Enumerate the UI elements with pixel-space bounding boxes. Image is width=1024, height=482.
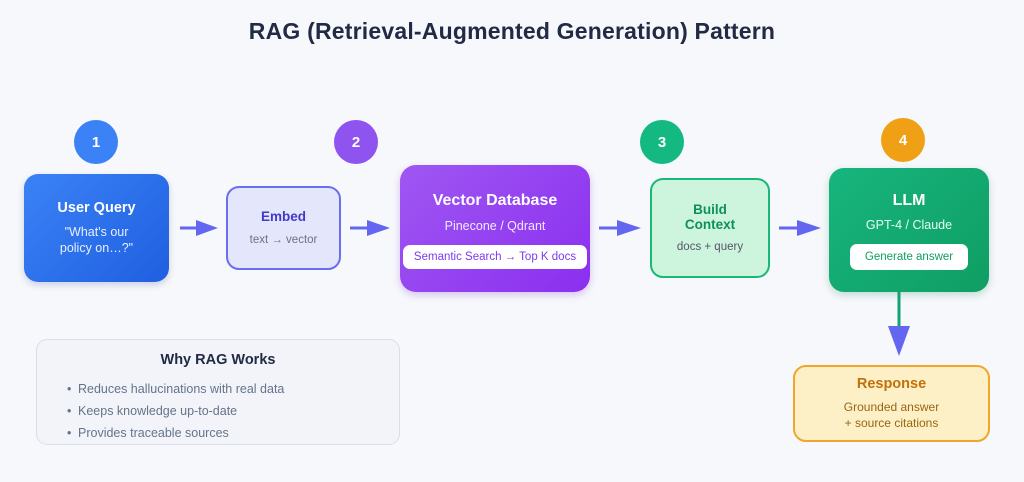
arrow-embed-to-vector-database: [350, 220, 390, 236]
node-user-query-subtitle: "What's our policy on…?": [59, 225, 134, 255]
why-rag-works-title: Why RAG Works: [160, 352, 276, 368]
why-rag-works-panel: Why RAG Works Reduces hallucinations wit…: [36, 339, 400, 445]
node-response-subtitle: Grounded answer + source citations: [843, 399, 940, 430]
node-user-query-title: User Query: [57, 199, 136, 216]
node-vector-database[interactable]: Vector Database Pinecone / Qdrant Semant…: [400, 165, 590, 292]
node-user-query[interactable]: User Query "What's our policy on…?": [24, 174, 169, 282]
node-response-title: Response: [856, 375, 927, 392]
node-embed-title: Embed: [260, 209, 306, 225]
arrow-user-query-to-embed: [180, 220, 218, 236]
list-item: Provides traceable sources: [67, 423, 399, 445]
node-embed[interactable]: Embed text → vector: [226, 186, 341, 270]
why-rag-works-list: Reduces hallucinations with real data Ke…: [37, 379, 399, 445]
list-item: Reduces hallucinations with real data: [67, 379, 399, 401]
step-badge-1: 1: [74, 120, 118, 164]
generate-answer-pill[interactable]: Generate answer: [849, 243, 969, 270]
arrow-vector-database-to-build-context: [599, 220, 641, 236]
node-llm-subtitle: GPT-4 / Claude: [865, 217, 953, 232]
node-build-context[interactable]: Build Context docs + query: [650, 178, 770, 278]
node-build-context-subtitle: docs + query: [676, 240, 744, 253]
page-title: RAG (Retrieval-Augmented Generation) Pat…: [248, 18, 776, 44]
node-vector-database-title: Vector Database: [432, 192, 558, 210]
step-badge-3: 3: [640, 120, 684, 164]
step-badge-4: 4: [881, 118, 925, 162]
node-llm[interactable]: LLM GPT-4 / Claude Generate answer: [829, 168, 989, 292]
list-item: Keeps knowledge up-to-date: [67, 401, 399, 423]
node-vector-database-subtitle: Pinecone / Qdrant: [444, 218, 546, 233]
step-badge-2: 2: [334, 120, 378, 164]
node-response[interactable]: Response Grounded answer + source citati…: [793, 365, 990, 442]
arrow-llm-to-response: [888, 292, 910, 356]
semantic-search-pill[interactable]: Semantic Search → Top K docs: [402, 244, 588, 269]
node-llm-title: LLM: [892, 192, 926, 210]
node-embed-subtitle: text → vector: [249, 233, 318, 246]
arrow-build-context-to-llm: [779, 220, 821, 236]
node-build-context-title: Build Context: [684, 201, 736, 233]
